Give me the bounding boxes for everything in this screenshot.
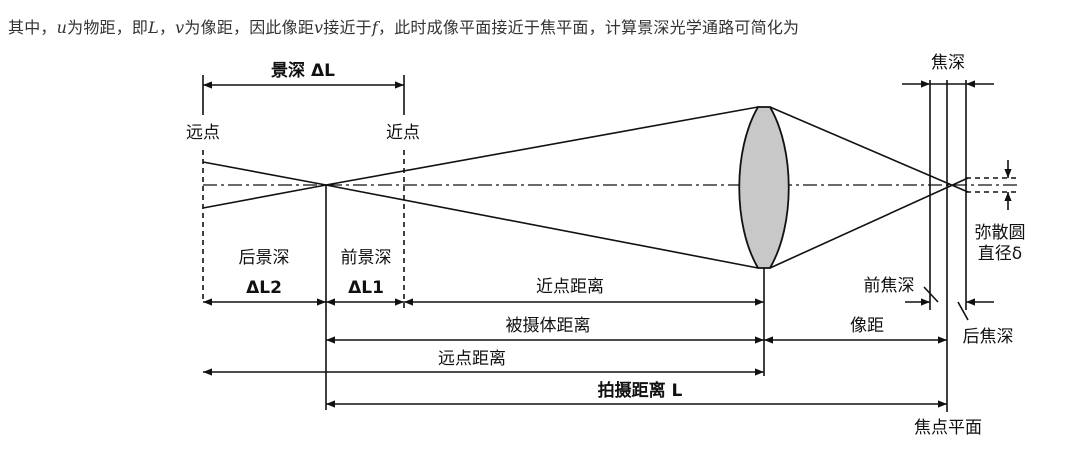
label-near-point: 近点 <box>386 123 420 143</box>
leader-rear-focus-depth <box>957 301 969 321</box>
leader-front-focus-depth <box>923 286 939 303</box>
intro-part-1: 其中， <box>8 18 57 37</box>
lens <box>738 106 790 269</box>
label-near-distance: 近点距离 <box>536 277 604 297</box>
var-L: L <box>148 18 159 37</box>
label-coc-diameter: 直径δ <box>978 244 1022 264</box>
label-focal-plane: 焦点平面 <box>914 418 982 438</box>
ray-far-upper <box>202 161 327 186</box>
ray-to-lens-top <box>325 106 759 186</box>
label-dl2: ΔL2 <box>246 278 282 298</box>
ray-to-lens-bottom <box>325 184 759 269</box>
label-circle-of-confusion: 弥散圆 <box>975 223 1026 243</box>
label-subject-distance: 被摄体距离 <box>506 316 591 336</box>
label-rear-dof: 后景深 <box>239 248 290 268</box>
ray-to-focus-bottom <box>769 177 969 269</box>
var-v: v <box>175 18 185 37</box>
intro-part-5: 接近于 <box>323 18 372 37</box>
label-far-distance: 远点距离 <box>438 349 506 369</box>
ray-far-lower <box>202 184 327 209</box>
label-depth-of-field: 景深 ΔL <box>271 60 335 81</box>
label-image-distance: 像距 <box>850 316 884 336</box>
ray-to-focus-top <box>769 106 969 193</box>
intro-part-6: ，此时成像平面接近于焦平面，计算景深光学通路可简化为 <box>378 18 800 37</box>
intro-part-3: ， <box>158 18 176 37</box>
var-f: f <box>371 18 379 37</box>
label-depth-of-focus: 焦深 <box>931 53 965 73</box>
label-shooting-distance: 拍摄距离 L <box>598 380 683 401</box>
label-rear-focus-depth: 后焦深 <box>963 327 1014 347</box>
label-front-focus-depth: 前焦深 <box>864 276 915 296</box>
label-far-point: 远点 <box>186 123 220 143</box>
var-v-2: v <box>314 18 324 37</box>
var-u: u <box>56 18 68 37</box>
intro-text: 其中，u为物距，即L，v为像距，因此像距v接近于f，此时成像平面接近于焦平面，计… <box>8 14 799 38</box>
intro-part-2: 为物距，即 <box>67 18 149 37</box>
label-front-dof: 前景深 <box>341 248 392 268</box>
intro-part-4: 为像距，因此像距 <box>184 18 315 37</box>
label-dl1: ΔL1 <box>348 278 384 298</box>
